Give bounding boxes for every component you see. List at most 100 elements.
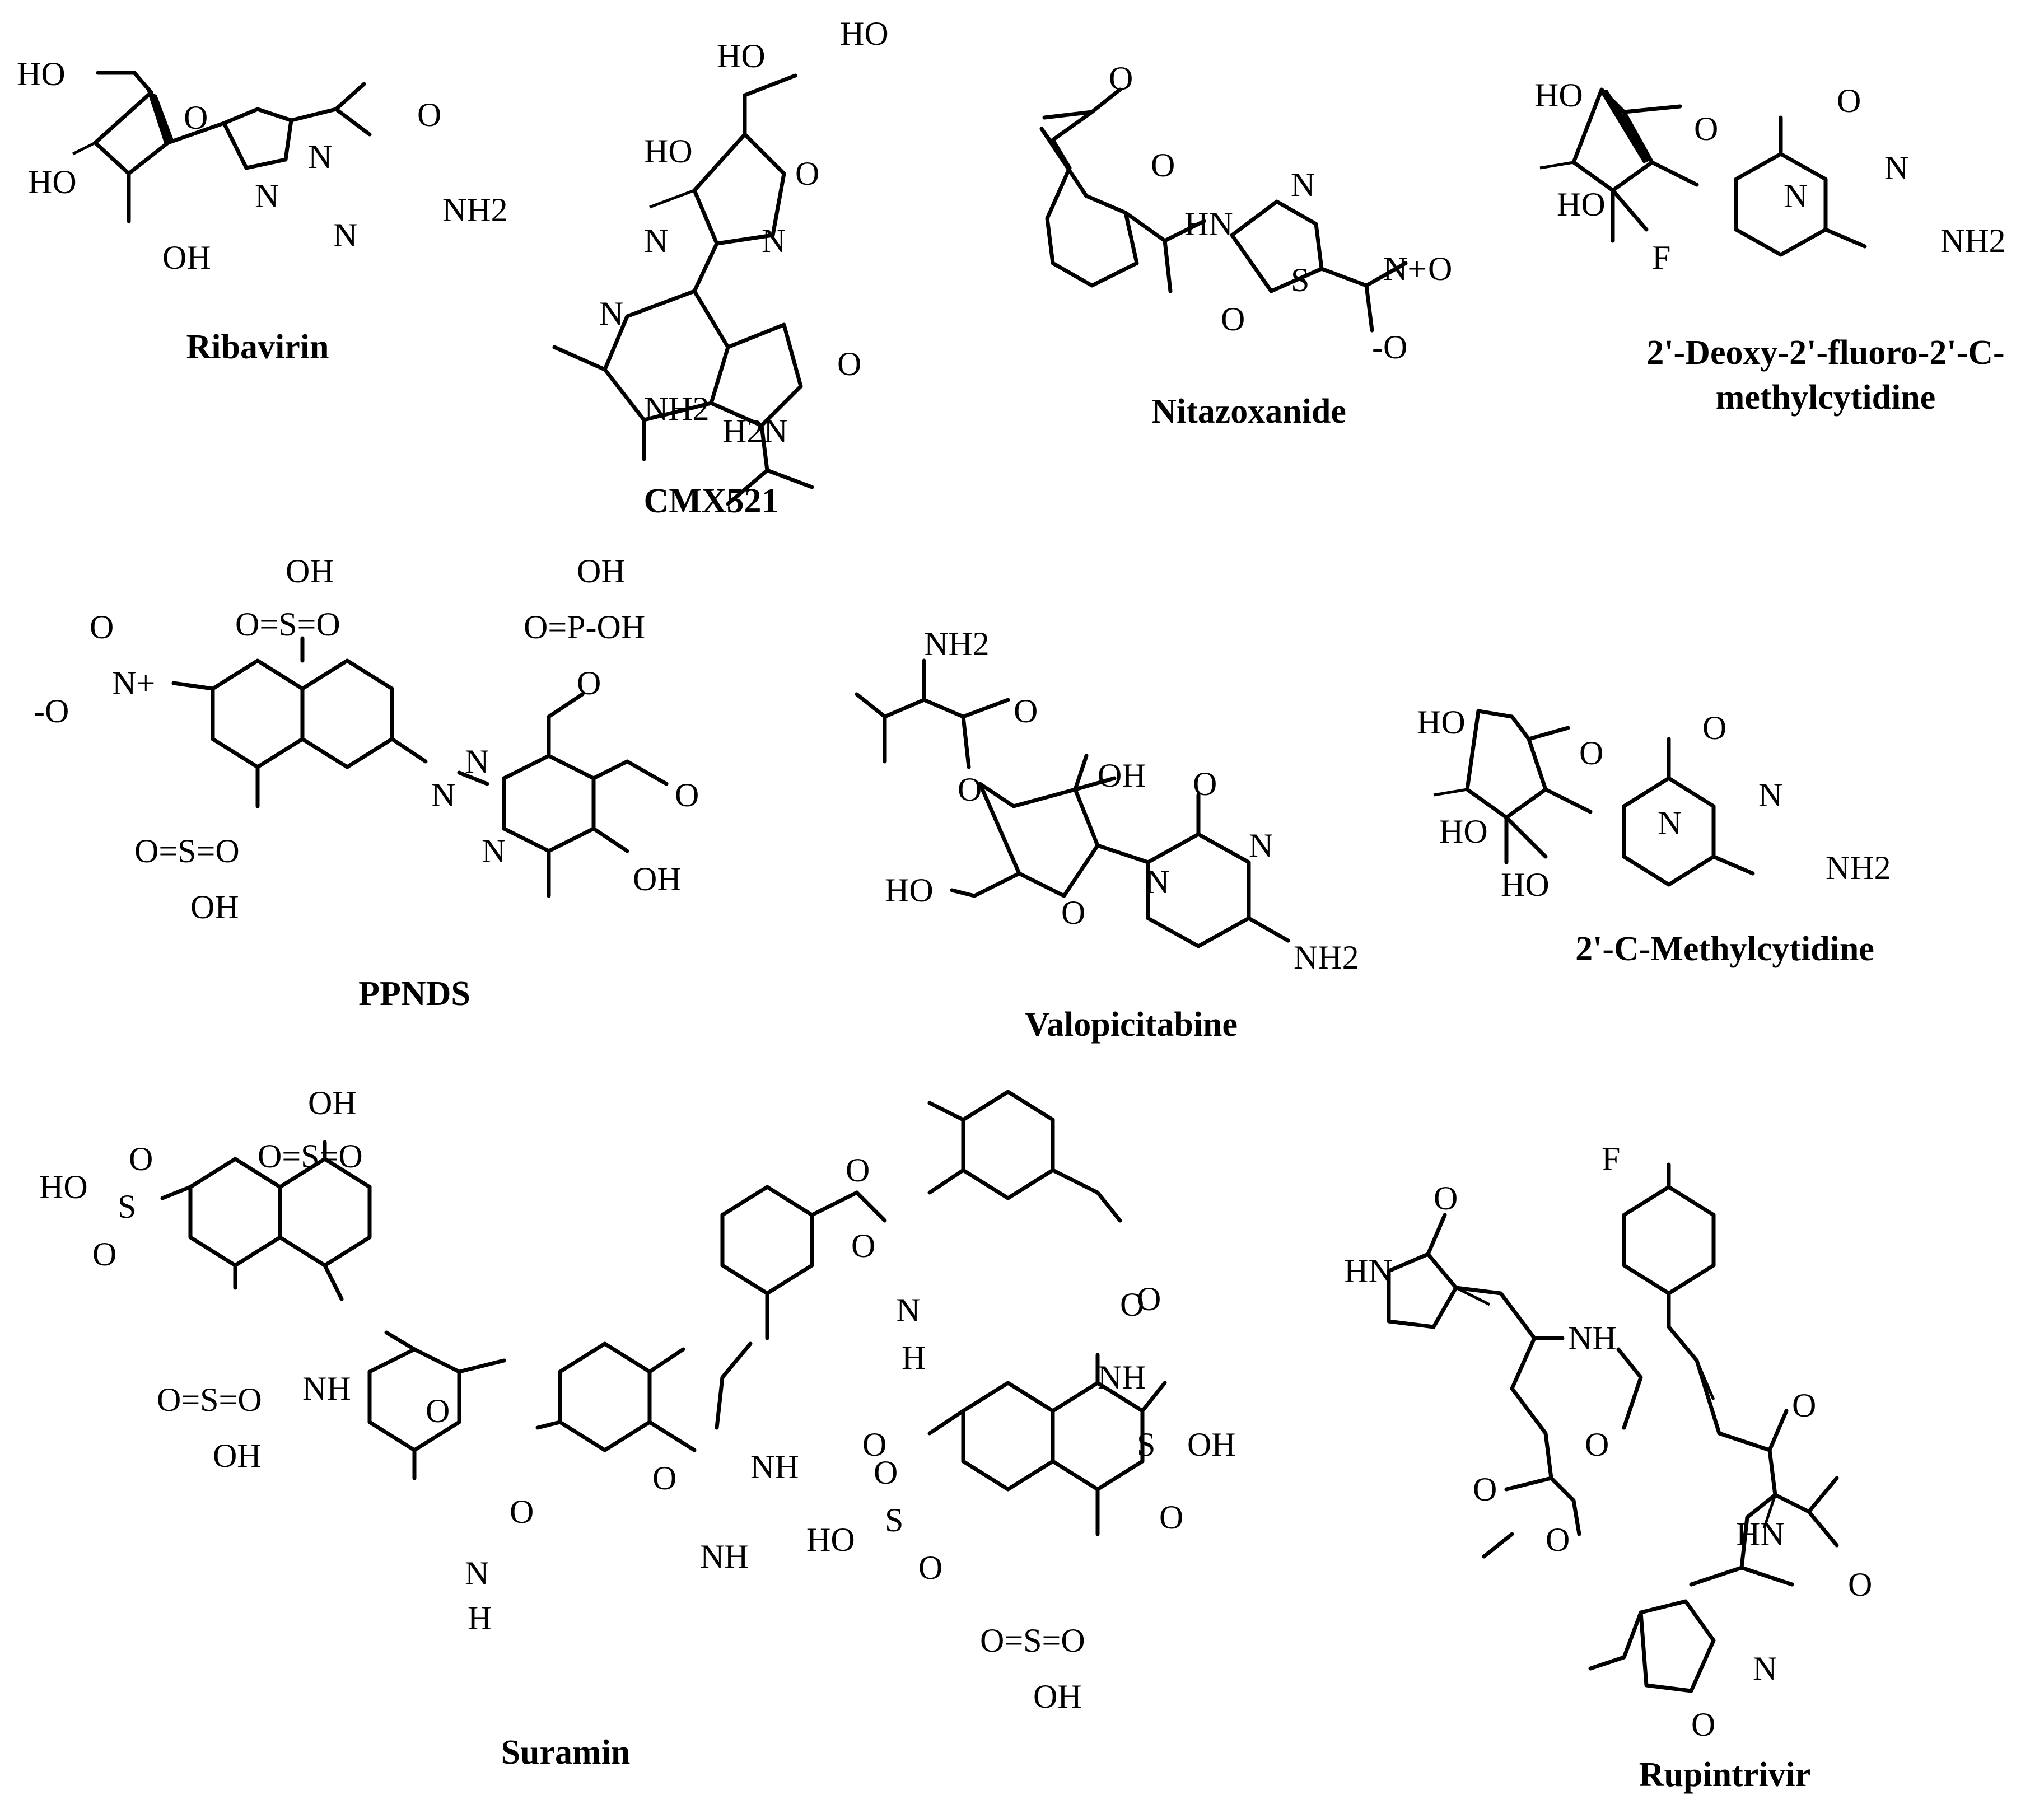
atom-label: N (1145, 863, 1169, 900)
atom-label: O (1694, 110, 1718, 147)
compound-name-line-1: 2'-Deoxy-2'-fluoro-2'-C- (1646, 334, 2004, 372)
atom-label: O (510, 1493, 534, 1530)
atom-label: HO (1439, 813, 1488, 850)
atom-label: O (184, 99, 208, 136)
atom-label: NH (750, 1448, 799, 1485)
atom-label: O (1792, 1387, 1816, 1424)
structure-methylcytidine: HO O HO HO N O N NH2 2'-C-Methylcytidine (1417, 704, 1891, 968)
atom-label: O (1434, 1180, 1458, 1217)
compound-name: CMX521 (643, 482, 778, 520)
atom-label: NH (700, 1538, 749, 1575)
atom-label: HO (1417, 704, 1466, 741)
compound-name: Ribavirin (186, 328, 329, 366)
atom-label: O (1473, 1471, 1497, 1508)
atom-label: O (1151, 147, 1175, 184)
atom-label: N (1884, 149, 1908, 186)
atom-label: O (1061, 894, 1085, 931)
atom-label: HO (644, 133, 693, 170)
atom-label: O (837, 345, 861, 382)
atom-label: O (675, 777, 699, 814)
structure-rupintrivir: F O HN NH O O O O HN O N O Rupintrivir (1344, 1140, 1872, 1794)
structure-cmx521: HO HO HO O N N N NH2 O H2N CMX521 (552, 15, 889, 520)
atom-label: O (90, 609, 114, 646)
structure-ribavirin: HO O HO OH N N N O NH2 Ribavirin (17, 55, 508, 366)
atom-label: O (417, 96, 441, 133)
atom-label: O (874, 1454, 898, 1491)
atom-label: HN (1344, 1252, 1393, 1289)
structure-valopicitabine: NH2 O O OH HO O N O N NH2 Valopicitabine (855, 625, 1359, 1044)
atom-label: HO (1557, 186, 1606, 223)
compound-name: Valopicitabine (1025, 1006, 1238, 1044)
atom-label: N (644, 222, 668, 259)
atom-label: O (918, 1549, 942, 1586)
atom-label: N (465, 743, 489, 780)
atom-label: F (1652, 239, 1670, 276)
atom-label: HO (717, 38, 766, 74)
atom-label: OH (1033, 1678, 1082, 1715)
atom-label: S (1291, 261, 1309, 298)
atom-label: O (426, 1392, 450, 1429)
atom-label: O (1193, 765, 1217, 802)
atom-label: OH (213, 1437, 262, 1474)
compound-name: Rupintrivir (1639, 1756, 1811, 1794)
atom-label: OH (633, 861, 682, 898)
atom-label: O (1159, 1499, 1183, 1536)
atom-label: O (1137, 1280, 1161, 1317)
atom-label: NH (1098, 1359, 1146, 1396)
atom-label: HO (840, 15, 889, 52)
atom-label: OH (1098, 757, 1146, 794)
atom-label: N (308, 138, 332, 175)
structure-ppnds: OH O=S=O -O N+ O N N O=S=O OH OH O=P-OH … (34, 553, 699, 1013)
atom-label: NH (1568, 1320, 1617, 1357)
atom-label: NH2 (1940, 222, 2006, 259)
atom-label: O (1848, 1566, 1872, 1603)
compound-name: 2'-C-Methylcytidine (1575, 930, 1874, 968)
atom-label: N (333, 217, 357, 254)
atom-label: H (902, 1339, 926, 1376)
atom-label: O (795, 155, 819, 192)
atom-label: O (1221, 301, 1245, 338)
atom-label: HO (39, 1168, 88, 1205)
atom-label: H2N (722, 413, 788, 450)
atom-label: NH (302, 1370, 351, 1407)
compound-name: Suramin (501, 1733, 631, 1771)
compound-name: Nitazoxanide (1151, 392, 1346, 431)
atom-label: N (599, 295, 623, 332)
atom-label: HO (1501, 866, 1550, 903)
atom-label: O=S=O (157, 1381, 262, 1418)
compound-name: PPNDS (358, 975, 470, 1013)
atom-label: O (1691, 1706, 1715, 1743)
structure-nitazoxanide: O O HN N S O N+ O -O Nitazoxanide (1039, 60, 1452, 431)
atom-label: O (958, 771, 982, 808)
atom-label: O (1546, 1521, 1570, 1558)
atom-label: N (1758, 777, 1782, 814)
atom-label: OH (308, 1085, 357, 1121)
atom-label: NH2 (1294, 939, 1359, 976)
atom-label: N (482, 833, 506, 870)
atom-label: N+ (112, 665, 155, 702)
atom-label: O (1702, 709, 1726, 746)
atom-label: HO (1534, 77, 1583, 114)
atom-label: O (1120, 1286, 1144, 1323)
atom-label: OH (577, 553, 626, 590)
atom-label: N (1291, 166, 1315, 203)
atom-label: N (1784, 177, 1808, 214)
atom-label: O=S=O (980, 1622, 1085, 1659)
atom-label: -O (1372, 329, 1407, 366)
atom-label: O=S=O (134, 833, 240, 870)
atom-label: N (255, 177, 279, 214)
atom-label: O (846, 1152, 870, 1189)
atom-label: O=S=O (235, 606, 340, 643)
atom-label: N (465, 1555, 489, 1592)
atom-label: S (1137, 1426, 1155, 1463)
structure-deoxyfluoro-methylcytidine: HO O HO F N O N NH2 2'-Deoxy-2'-fluoro-2… (1534, 77, 2006, 417)
atom-label: H (468, 1600, 492, 1637)
atom-label: NH2 (924, 625, 990, 662)
atom-label: HO (885, 872, 934, 909)
atom-label: NH2 (442, 191, 508, 228)
atom-label: O (1109, 60, 1133, 97)
atom-label: O (1014, 693, 1038, 730)
atom-label: N (1753, 1650, 1777, 1687)
atom-label: O (1585, 1426, 1609, 1463)
atom-label: O=P-OH (524, 609, 645, 646)
